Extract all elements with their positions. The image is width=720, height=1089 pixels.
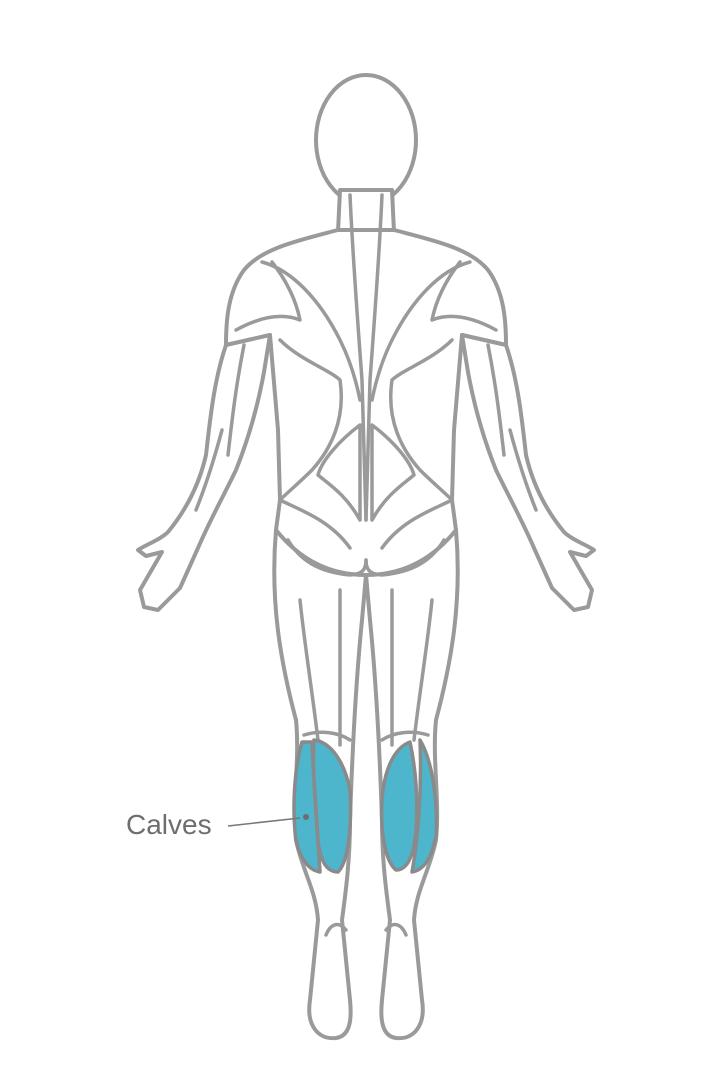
torso <box>224 228 508 577</box>
trapezius-left <box>260 260 362 402</box>
lat-left <box>278 338 343 502</box>
spine-line-left <box>348 193 368 522</box>
gluteal-fold-left <box>278 498 352 550</box>
glute-right <box>364 538 446 577</box>
calf-right-inner <box>379 740 419 872</box>
forearm-right <box>508 428 538 512</box>
heel-left <box>324 922 348 937</box>
calves-callout: Calves <box>126 809 309 840</box>
gluteal-fold-right <box>380 498 454 550</box>
calves-highlight <box>292 738 439 874</box>
heel-right <box>384 922 408 937</box>
body-outline <box>136 73 596 1041</box>
calves-label: Calves <box>126 809 212 840</box>
calves-leader-line <box>227 817 301 827</box>
knee-left <box>302 730 352 742</box>
deltoid-right <box>430 260 498 332</box>
muscle-contours <box>194 193 538 937</box>
spine-line-right <box>364 193 384 522</box>
lower-back-right <box>370 423 416 522</box>
hamstring-left-outer <box>298 598 320 742</box>
trapezius-right <box>370 260 472 402</box>
triceps-right <box>486 343 506 457</box>
left-arm <box>136 333 272 612</box>
deltoid-left <box>234 260 302 332</box>
neck <box>336 188 396 234</box>
head <box>314 73 418 207</box>
lower-back-left <box>316 423 362 522</box>
glute-left <box>286 538 368 577</box>
calf-left-inner <box>311 738 353 874</box>
calves-pointer-dot <box>303 814 309 820</box>
right-arm <box>460 333 596 612</box>
knee-right <box>380 730 430 742</box>
lat-right <box>389 338 454 502</box>
calf-right-outer <box>410 738 439 874</box>
forearm-left <box>194 428 224 512</box>
triceps-left <box>226 343 246 457</box>
hamstring-right-outer <box>412 598 434 742</box>
